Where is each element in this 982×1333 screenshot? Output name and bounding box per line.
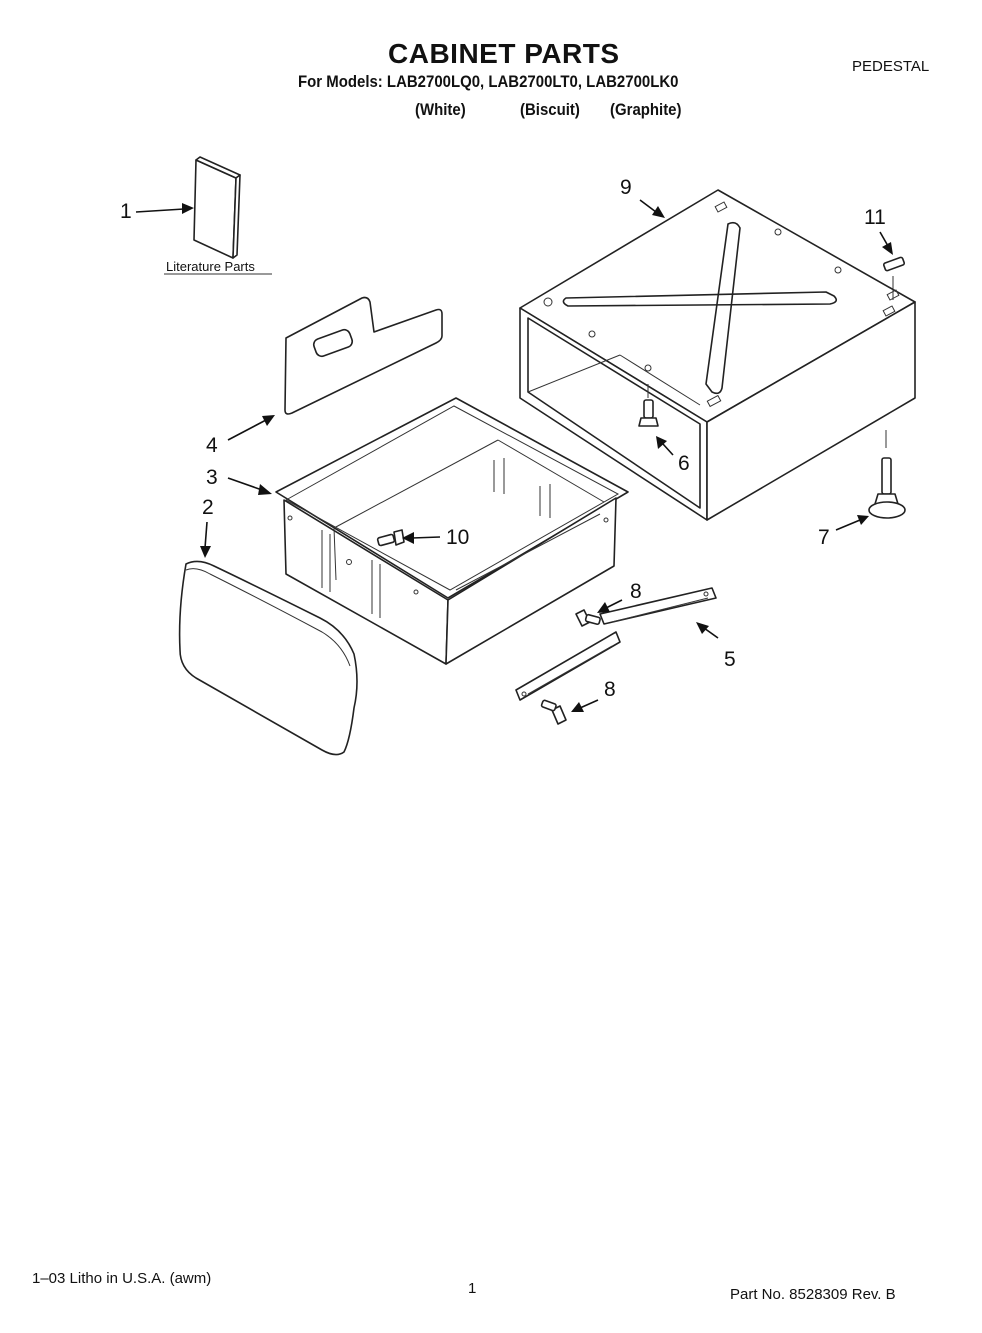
color-graphite: (Graphite) bbox=[610, 100, 682, 119]
footer-litho: 1–03 Litho in U.S.A. (awm) bbox=[32, 1270, 212, 1287]
leveling-pad bbox=[882, 256, 906, 272]
drawer-divider bbox=[284, 296, 443, 415]
callout-2: 2 bbox=[202, 496, 214, 519]
callout-4: 4 bbox=[206, 434, 218, 457]
pedestal-cabinet bbox=[519, 189, 916, 521]
slide-screw-upper bbox=[575, 609, 601, 627]
leveling-leg bbox=[868, 430, 906, 519]
drawer-screw bbox=[376, 529, 405, 547]
slide-screw-lower bbox=[540, 699, 567, 725]
drawer-slide bbox=[515, 587, 717, 701]
callout-8-lower: 8 bbox=[604, 678, 616, 701]
callout-10: 10 bbox=[446, 526, 470, 549]
callout-6: 6 bbox=[678, 452, 690, 475]
callout-7: 7 bbox=[818, 526, 830, 549]
callout-9: 9 bbox=[620, 176, 632, 199]
drawer-front-panel bbox=[178, 560, 358, 756]
page-title: CABINET PARTS bbox=[388, 38, 620, 69]
callout-8-upper: 8 bbox=[630, 580, 642, 603]
part-number: Part No. 8528309 Rev. B bbox=[730, 1286, 896, 1303]
callout-11: 11 bbox=[864, 206, 886, 229]
literature-parts-label: Literature Parts bbox=[166, 259, 255, 274]
color-biscuit: (Biscuit) bbox=[520, 100, 580, 119]
callout-5: 5 bbox=[724, 648, 736, 671]
cabinet-screw bbox=[638, 384, 659, 427]
models-line: For Models: LAB2700LQ0, LAB2700LT0, LAB2… bbox=[298, 72, 679, 91]
color-white: (White) bbox=[415, 100, 466, 119]
callout-1: 1 bbox=[120, 200, 132, 223]
literature-booklet bbox=[193, 156, 241, 259]
page-number: 1 bbox=[468, 1280, 477, 1297]
section-label: PEDESTAL bbox=[852, 58, 930, 75]
callout-3: 3 bbox=[206, 466, 218, 489]
callout-arrows bbox=[135, 199, 893, 712]
drawer-box bbox=[275, 397, 629, 665]
